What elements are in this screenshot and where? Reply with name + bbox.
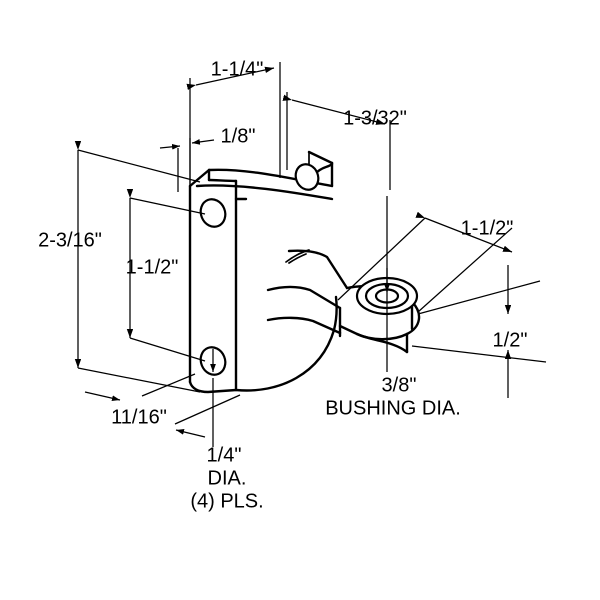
note-mh-dia: DIA. — [208, 467, 247, 489]
saddle-front-lip-lower — [195, 184, 334, 201]
dim-tro-label: 1-3/32" — [343, 107, 407, 129]
dim-base-depth: 11/16" — [84, 373, 241, 438]
arm-body-fillet-2 — [288, 253, 307, 264]
arm-top-front-edge — [266, 285, 342, 310]
dim-top-right-offset: 1-3/32" — [282, 92, 407, 190]
dim-wall-thickness: 1/8" — [159, 125, 256, 192]
dim-arm-line — [415, 211, 513, 253]
note-mounting-hole: 1/4" DIA. (4) PLS. — [190, 349, 264, 512]
dim-arm-thickness: 1/2" — [411, 265, 547, 398]
dim-at-ext-top — [417, 280, 541, 315]
dim-at-label: 1/2" — [493, 329, 528, 351]
dim-hs-ext-top — [129, 197, 206, 215]
dim-hole-spacing: 1-1/2" — [126, 189, 206, 362]
note-mh-places: (4) PLS. — [190, 490, 263, 512]
body-bottom-curve — [234, 295, 338, 392]
arm-top-back-edge — [287, 249, 349, 290]
arm-body-fillet — [285, 249, 310, 263]
arm-bottom-front-edge — [266, 316, 342, 335]
dim-arm-label: 1-1/2" — [461, 217, 514, 239]
dim-hs-ext-bottom — [129, 337, 206, 362]
dim-hs-label: 1-1/2" — [126, 256, 179, 278]
dimension-annotations: 1-1/4" 1/8" 1-3/32" 2-3/16" — [38, 58, 547, 512]
dim-bd-arrow-left — [84, 391, 121, 402]
dim-tro-line — [282, 94, 386, 125]
dim-bd-arrow-right — [175, 429, 206, 438]
dim-top-width-line — [186, 66, 275, 91]
note-bushing-size: 3/8" — [382, 374, 417, 396]
dim-bd-ext-right — [174, 394, 241, 425]
dim-wall-arrow-left — [159, 143, 181, 150]
dim-height-ext-top — [77, 149, 201, 183]
bracket-part-geometry — [188, 150, 421, 394]
note-bushing-label: BUSHING DIA. — [325, 397, 461, 419]
saddle-front-lip-upper — [207, 168, 334, 188]
front-plate — [188, 168, 238, 394]
dim-at-ext-bottom — [411, 345, 547, 363]
dim-bd-label: 11/16" — [111, 406, 167, 428]
dim-height-label: 2-3/16" — [38, 229, 102, 251]
saddle-hole — [294, 163, 320, 191]
arm-end-bottom-thickness — [355, 332, 409, 354]
dim-overall-height: 2-3/16" — [38, 141, 201, 393]
plate-top-chamfer — [188, 168, 211, 188]
saddle-rim-back — [307, 150, 334, 165]
dim-height-ext-bottom — [77, 367, 201, 393]
dim-top-width-label: 1-1/4" — [211, 58, 264, 80]
dim-arm-length: 1-1/2" — [337, 211, 514, 313]
plate-bottom-edge — [188, 380, 238, 394]
cylindrical-body — [234, 197, 338, 392]
note-mh-size: 1/4" — [207, 444, 242, 466]
note-bushing: 3/8" BUSHING DIA. — [325, 196, 461, 419]
dim-wall-arrow-right — [191, 139, 215, 145]
dim-wall-label: 1/8" — [221, 125, 256, 147]
dim-bd-ext-left — [141, 373, 196, 397]
mounting-hole-upper — [199, 198, 227, 228]
plate-top-front-edge — [207, 178, 238, 183]
dim-top-width: 1-1/4" — [186, 58, 281, 185]
dim-arm-ext-left — [337, 217, 426, 301]
